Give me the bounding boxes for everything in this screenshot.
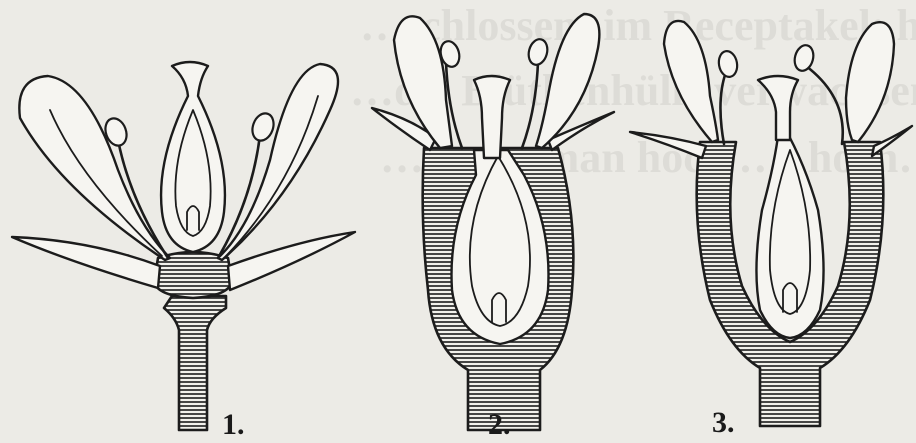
fig1-petal-left [19,76,170,260]
fig1-label: 1. [222,408,245,441]
fig1-pistil [161,62,225,252]
fig1-sepal-right [228,232,355,290]
fig1-stalk [164,296,226,430]
figure-1-hypogynous-flower: 1. [12,62,355,441]
fig2-label: 2. [488,408,511,441]
fig1-petal-right [218,64,338,260]
fig1-sepal-left [12,237,160,288]
fig3-label: 3. [712,406,735,439]
fig1-anther-right [249,110,277,143]
figure-2-epigynous-flower: 2. [372,14,614,441]
